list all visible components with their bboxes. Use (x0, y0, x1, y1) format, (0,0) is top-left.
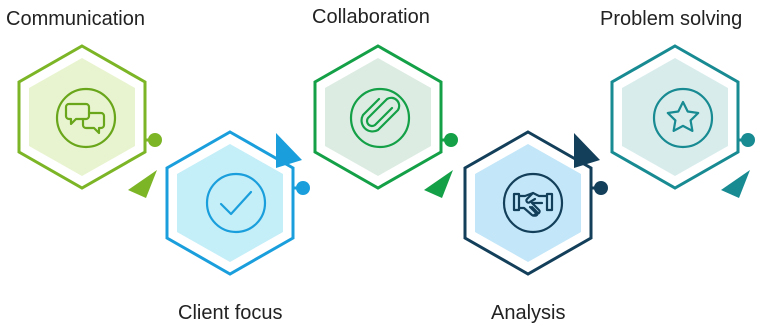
speech-bubbles-icon (55, 87, 117, 149)
hexagon-outer (463, 130, 593, 276)
handshake-icon (502, 172, 564, 234)
arrowhead (721, 170, 750, 198)
arrowhead (574, 133, 600, 168)
hexagon-inner (177, 144, 283, 262)
label-analysis: Analysis (491, 302, 566, 324)
hexagon-outer (610, 44, 740, 190)
hexagon-inner (622, 58, 728, 176)
hexagon-outer (313, 44, 443, 190)
arrowhead (128, 170, 157, 198)
paperclip-icon (349, 87, 411, 149)
label-communication: Communication (6, 8, 145, 30)
step-communication (17, 44, 162, 198)
hexagon-inner (29, 58, 135, 176)
hexagon-outer (17, 44, 147, 190)
step-client-focus (165, 130, 310, 276)
step-analysis (463, 130, 608, 276)
arrowhead (276, 133, 302, 168)
step-problem-solving (610, 44, 755, 198)
hexagon-outer (165, 130, 295, 276)
arrowhead (424, 170, 453, 198)
label-collaboration: Collaboration (312, 6, 430, 28)
label-problem-solving: Problem solving (600, 8, 743, 30)
step-collaboration (313, 44, 458, 198)
label-client-focus: Client focus (178, 302, 283, 324)
star-icon (652, 87, 714, 149)
checkmark-icon (205, 172, 267, 234)
hexagon-inner (325, 58, 431, 176)
